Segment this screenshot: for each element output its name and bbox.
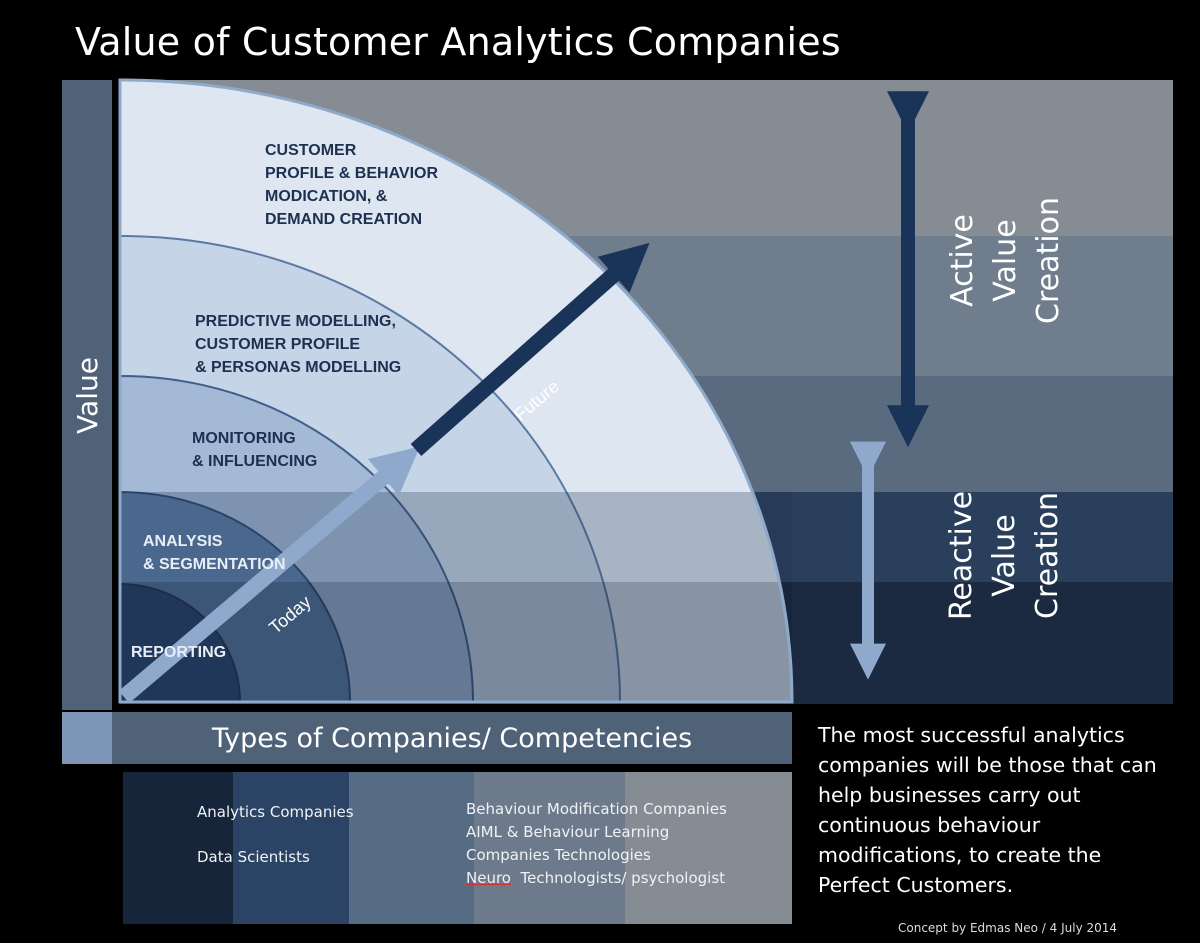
legend-col-3	[349, 772, 474, 924]
band-label-monitoring: MONITORING & INFLUENCING	[192, 430, 318, 470]
today-arrow	[118, 446, 420, 704]
band-label-customer: CUSTOMER PROFILE & BEHAVIOR MODICATION, …	[265, 142, 439, 228]
legend-analytics-companies: Analytics Companies	[197, 803, 354, 821]
reactive-value-creation: Reactive Value Creation	[940, 490, 1069, 619]
quarter-outline	[118, 78, 794, 704]
value-axis-panel	[62, 80, 112, 710]
x-axis-label: Types of Companies/ Competencies	[211, 722, 693, 754]
legend-col-2	[233, 772, 349, 924]
legend-col-5	[625, 772, 792, 924]
legend-neuro-word: Neuro	[466, 869, 511, 887]
summary-text: The most successful analytics companies …	[818, 723, 1157, 897]
active-line-2: Value	[987, 218, 1023, 302]
legend-behaviour-modification: Behaviour Modification Companies	[466, 800, 727, 818]
band-label-predictive: PREDICTIVE MODELLING, CUSTOMER PROFILE &…	[195, 313, 402, 376]
legend-col-1	[123, 772, 233, 924]
legend-neuro-rest: Technologists/ psychologist	[510, 869, 726, 887]
page-title: Value of Customer Analytics Companies	[75, 20, 841, 64]
band-label-analysis: ANALYSIS & SEGMENTATION	[143, 533, 286, 573]
x-axis-swatch	[62, 712, 112, 764]
reactive-line-2: Value	[987, 513, 1023, 597]
legend-aiml: AIML & Behaviour Learning	[466, 823, 670, 841]
shade-row-4	[120, 492, 792, 582]
band-label-reporting: REPORTING	[131, 644, 227, 661]
future-arrow	[410, 242, 650, 456]
credit-text: Concept by Edmas Neo / 4 July 2014	[898, 921, 1118, 935]
legend-col-4	[474, 772, 625, 924]
reactive-line-3: Creation	[1030, 491, 1066, 619]
reactive-line-1: Reactive	[944, 490, 980, 620]
legend-neuro: Neuro Technologists/ psychologist	[466, 867, 725, 890]
lower-shading	[120, 492, 792, 704]
active-value-creation: Active Value Creation	[941, 197, 1070, 324]
active-line-3: Creation	[1030, 196, 1066, 324]
active-line-1: Active	[944, 213, 980, 307]
active-value-creation-wrap: Active Value Creation	[925, 95, 1085, 425]
x-axis-panel	[62, 712, 792, 764]
legend-companies-technologies: Companies Technologies	[466, 846, 651, 864]
reactive-value-creation-wrap: Reactive Value Creation	[925, 455, 1085, 655]
legend-data-scientists: Data Scientists	[197, 848, 310, 866]
